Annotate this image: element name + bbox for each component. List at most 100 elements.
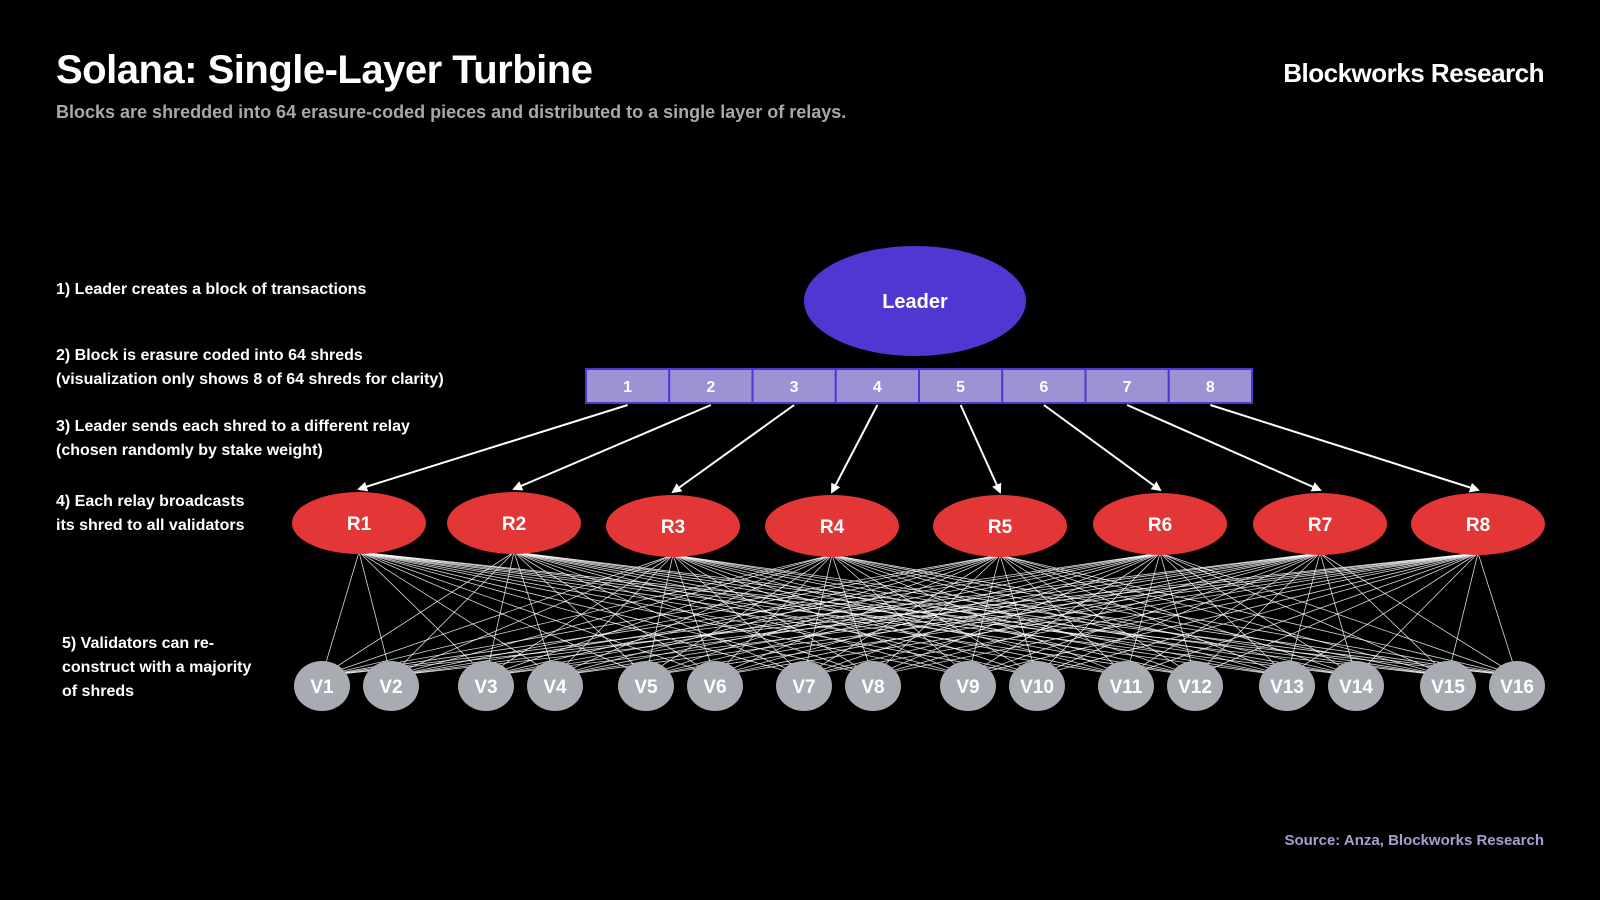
relay-node-1	[292, 492, 426, 554]
validator-label-1: V1	[310, 677, 334, 698]
relay-validator-edge	[321, 552, 1161, 677]
validator-label-16: V16	[1500, 677, 1534, 698]
relay-validator-edge	[1036, 552, 1479, 677]
shred-label-5: 5	[956, 379, 965, 396]
validator-node-13	[1259, 661, 1315, 711]
shred-label-1: 1	[623, 379, 632, 396]
validator-label-13: V13	[1270, 677, 1304, 698]
validator-label-5: V5	[634, 677, 658, 698]
relay-validator-edge	[358, 551, 1038, 677]
step-5-line-2: construct with a majority	[62, 659, 252, 676]
relay-validator-edge	[390, 554, 1001, 677]
step-2-line-1: 2) Block is erasure coded into 64 shreds	[56, 347, 363, 364]
relay-validator-edge	[485, 552, 1479, 677]
shred-cell-2	[668, 368, 754, 404]
relay-validator-edge	[321, 554, 674, 677]
relay-node-2	[447, 492, 581, 554]
relay-validator-edges	[321, 551, 1518, 677]
step-3-line-2: (chosen randomly by stake weight)	[56, 442, 323, 459]
relay-validator-edge	[1477, 552, 1518, 677]
relay-label-1: R1	[347, 514, 372, 535]
step-5-line-3: of shreds	[62, 683, 135, 700]
validator-label-7: V7	[792, 677, 815, 698]
validator-label-12: V12	[1178, 677, 1212, 698]
shred-arrow-3	[671, 404, 795, 494]
relay-validator-edge	[321, 554, 1001, 677]
relay-label-7: R7	[1308, 515, 1332, 536]
validator-label-14: V14	[1339, 677, 1373, 698]
relay-node-7	[1253, 493, 1387, 555]
relay-label-5: R5	[988, 517, 1013, 538]
step-4-label: 4) Each relay broadcasts its shred to al…	[56, 490, 245, 538]
relay-validator-edge	[1355, 552, 1479, 677]
shred-cell-8	[1167, 368, 1253, 404]
relay-validator-edge	[321, 551, 515, 677]
relay-node-3	[606, 495, 740, 557]
validator-label-2: V2	[379, 677, 402, 698]
shred-cell-7	[1084, 368, 1170, 404]
relay-validator-edge	[513, 551, 1196, 677]
source-credit: Source: Anza, Blockworks Research	[1284, 832, 1544, 849]
shred-label-6: 6	[1039, 379, 1048, 396]
validator-node-1	[294, 661, 350, 711]
relay-label-3: R3	[661, 517, 685, 538]
shred-cell-1	[585, 368, 671, 404]
shred-label-2: 2	[706, 379, 715, 396]
page-title: Solana: Single-Layer Turbine	[56, 48, 593, 92]
shred-arrow-8	[1210, 404, 1480, 493]
shred-arrow-7	[1126, 404, 1322, 492]
relay-validator-edge	[999, 554, 1288, 677]
relay-validator-edge	[390, 554, 674, 677]
step-1-line-1: 1) Leader creates a block of transaction…	[56, 281, 367, 298]
relay-node-4	[765, 495, 899, 557]
shred-label-3: 3	[790, 379, 799, 396]
relay-node-5	[933, 495, 1067, 557]
validator-label-10: V10	[1020, 677, 1054, 698]
validator-node-9	[940, 661, 996, 711]
step-5-label: 5) Validators can re- construct with a m…	[62, 632, 251, 704]
relay-validator-edge	[390, 554, 833, 677]
relay-validator-edge	[1125, 552, 1479, 677]
relay-nodes: R1 R2 R3 R4 R5 R6 R7 R8	[292, 492, 1545, 557]
validator-node-8	[845, 661, 901, 711]
validator-node-14	[1328, 661, 1384, 711]
shred-label-4: 4	[873, 379, 882, 396]
relay-validator-edge	[1036, 552, 1321, 677]
relay-validator-edge	[513, 551, 1127, 677]
relay-label-6: R6	[1148, 515, 1172, 536]
step-2-label: 2) Block is erasure coded into 64 shreds…	[56, 344, 444, 392]
relay-validator-edge	[872, 552, 1479, 677]
shred-relay-arrows	[357, 404, 1480, 494]
relay-validator-edge	[321, 552, 1479, 677]
relay-label-4: R4	[820, 517, 845, 538]
validator-node-3	[458, 661, 514, 711]
relay-validator-edge	[554, 554, 1001, 677]
relay-validator-edge	[321, 551, 360, 677]
step-2-line-2: (visualization only shows 8 of 64 shreds…	[56, 371, 444, 388]
validator-node-15	[1420, 661, 1476, 711]
relay-validator-edge	[1194, 552, 1479, 677]
shred-arrow-1	[357, 404, 628, 492]
relay-validator-edge	[714, 552, 1479, 677]
relay-validator-edge	[645, 552, 1479, 677]
relay-validator-edge	[554, 554, 674, 677]
relay-validator-edge	[672, 554, 969, 677]
step-3-label: 3) Leader sends each shred to a differen…	[56, 415, 410, 463]
relay-validator-edge	[390, 551, 515, 677]
relay-validator-edge	[390, 552, 1161, 677]
relay-label-2: R2	[502, 514, 526, 535]
leader-ellipse	[804, 246, 1026, 356]
step-3-line-1: 3) Leader sends each shred to a differen…	[56, 418, 410, 435]
shred-label-8: 8	[1206, 379, 1215, 396]
shred-cell-6	[1001, 368, 1087, 404]
relay-label-8: R8	[1466, 515, 1490, 536]
shred-cell-4	[834, 368, 920, 404]
relay-validator-edge	[714, 554, 1001, 677]
validator-node-16	[1489, 661, 1545, 711]
validator-node-7	[776, 661, 832, 711]
validator-node-11	[1098, 661, 1154, 711]
validator-label-4: V4	[543, 677, 567, 698]
relay-validator-edge	[390, 552, 1321, 677]
shred-arrow-2	[512, 404, 712, 491]
